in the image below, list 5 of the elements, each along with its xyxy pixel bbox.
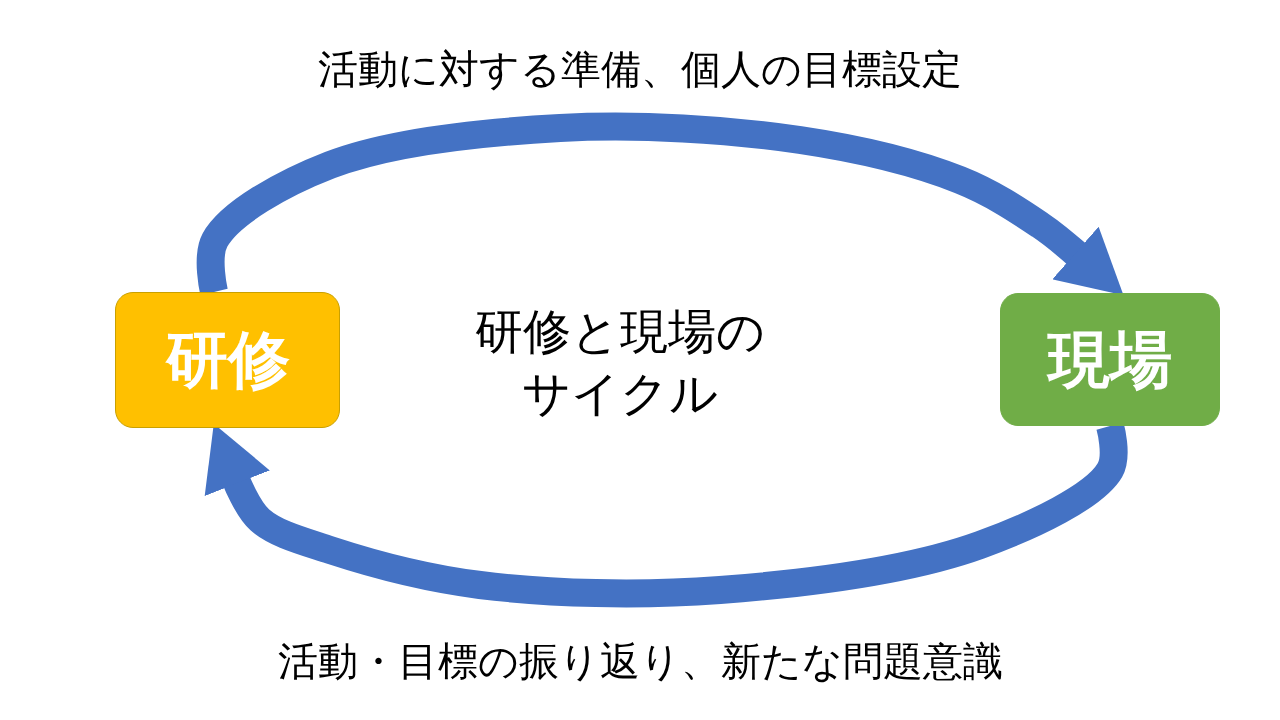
center-text: 研修と現場のサイクル: [474, 302, 766, 424]
node-label: 研修: [165, 322, 290, 398]
process-box: [115, 292, 340, 428]
node-label: 現場: [1048, 321, 1172, 398]
process-box: [1000, 293, 1220, 426]
